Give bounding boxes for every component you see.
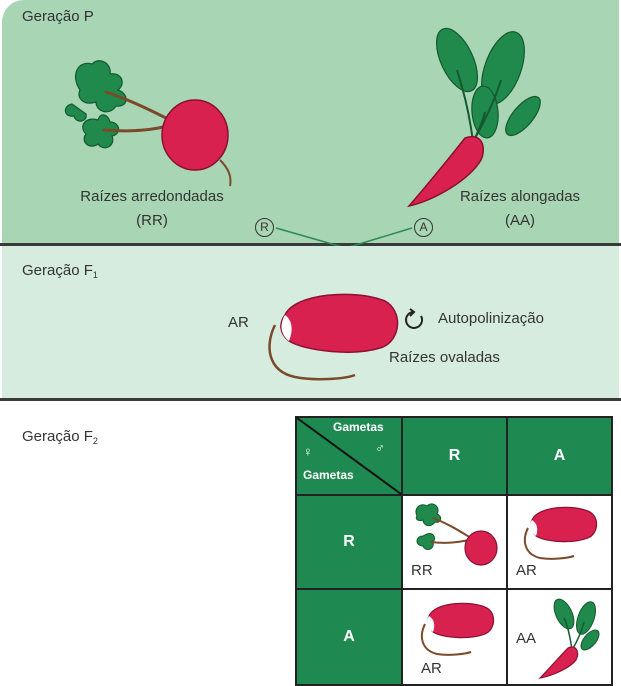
elongated-radish-mini [534, 596, 604, 680]
oval-root-label: Raízes ovaladas [389, 349, 500, 367]
genotype-aa: AA [516, 630, 536, 647]
oval-radish-mini-2 [415, 598, 495, 658]
generation-f1-title: Geração F1 [22, 262, 98, 284]
row-header-r: R [297, 496, 401, 588]
oval-radish-mini-1 [518, 502, 598, 562]
row-header-a: A [297, 590, 401, 684]
genotype-ar-1: AR [516, 562, 537, 579]
punnett-cell-aa: AA [508, 590, 611, 684]
column-header-a: A [508, 418, 611, 494]
genotype-ar-2: AR [421, 660, 442, 677]
oval-radish-illustration [255, 285, 405, 385]
self-pollination-icon [403, 308, 427, 332]
divider-f1-f2 [0, 398, 621, 401]
punnett-cell-ar-2: AR [403, 590, 506, 684]
punnett-cell-ar-1: AR [508, 496, 611, 588]
female-symbol: ♀ [303, 444, 313, 459]
punnett-corner-header: Gametas ♀ ♂ Gametas [297, 418, 401, 494]
genotype-rr: RR [411, 562, 433, 579]
gametas-top-label: Gametas [333, 420, 384, 434]
gametas-bottom-label: Gametas [303, 468, 354, 482]
generation-f2-title: Geração F2 [22, 428, 98, 450]
male-symbol: ♂ [375, 440, 385, 455]
punnett-square: Gametas ♀ ♂ Gametas R A R A RR [295, 416, 613, 686]
f1-genotype: AR [228, 314, 249, 332]
self-pollination-label: Autopolinização [438, 310, 544, 328]
punnett-cell-rr: RR [403, 496, 506, 588]
column-header-r: R [403, 418, 506, 494]
